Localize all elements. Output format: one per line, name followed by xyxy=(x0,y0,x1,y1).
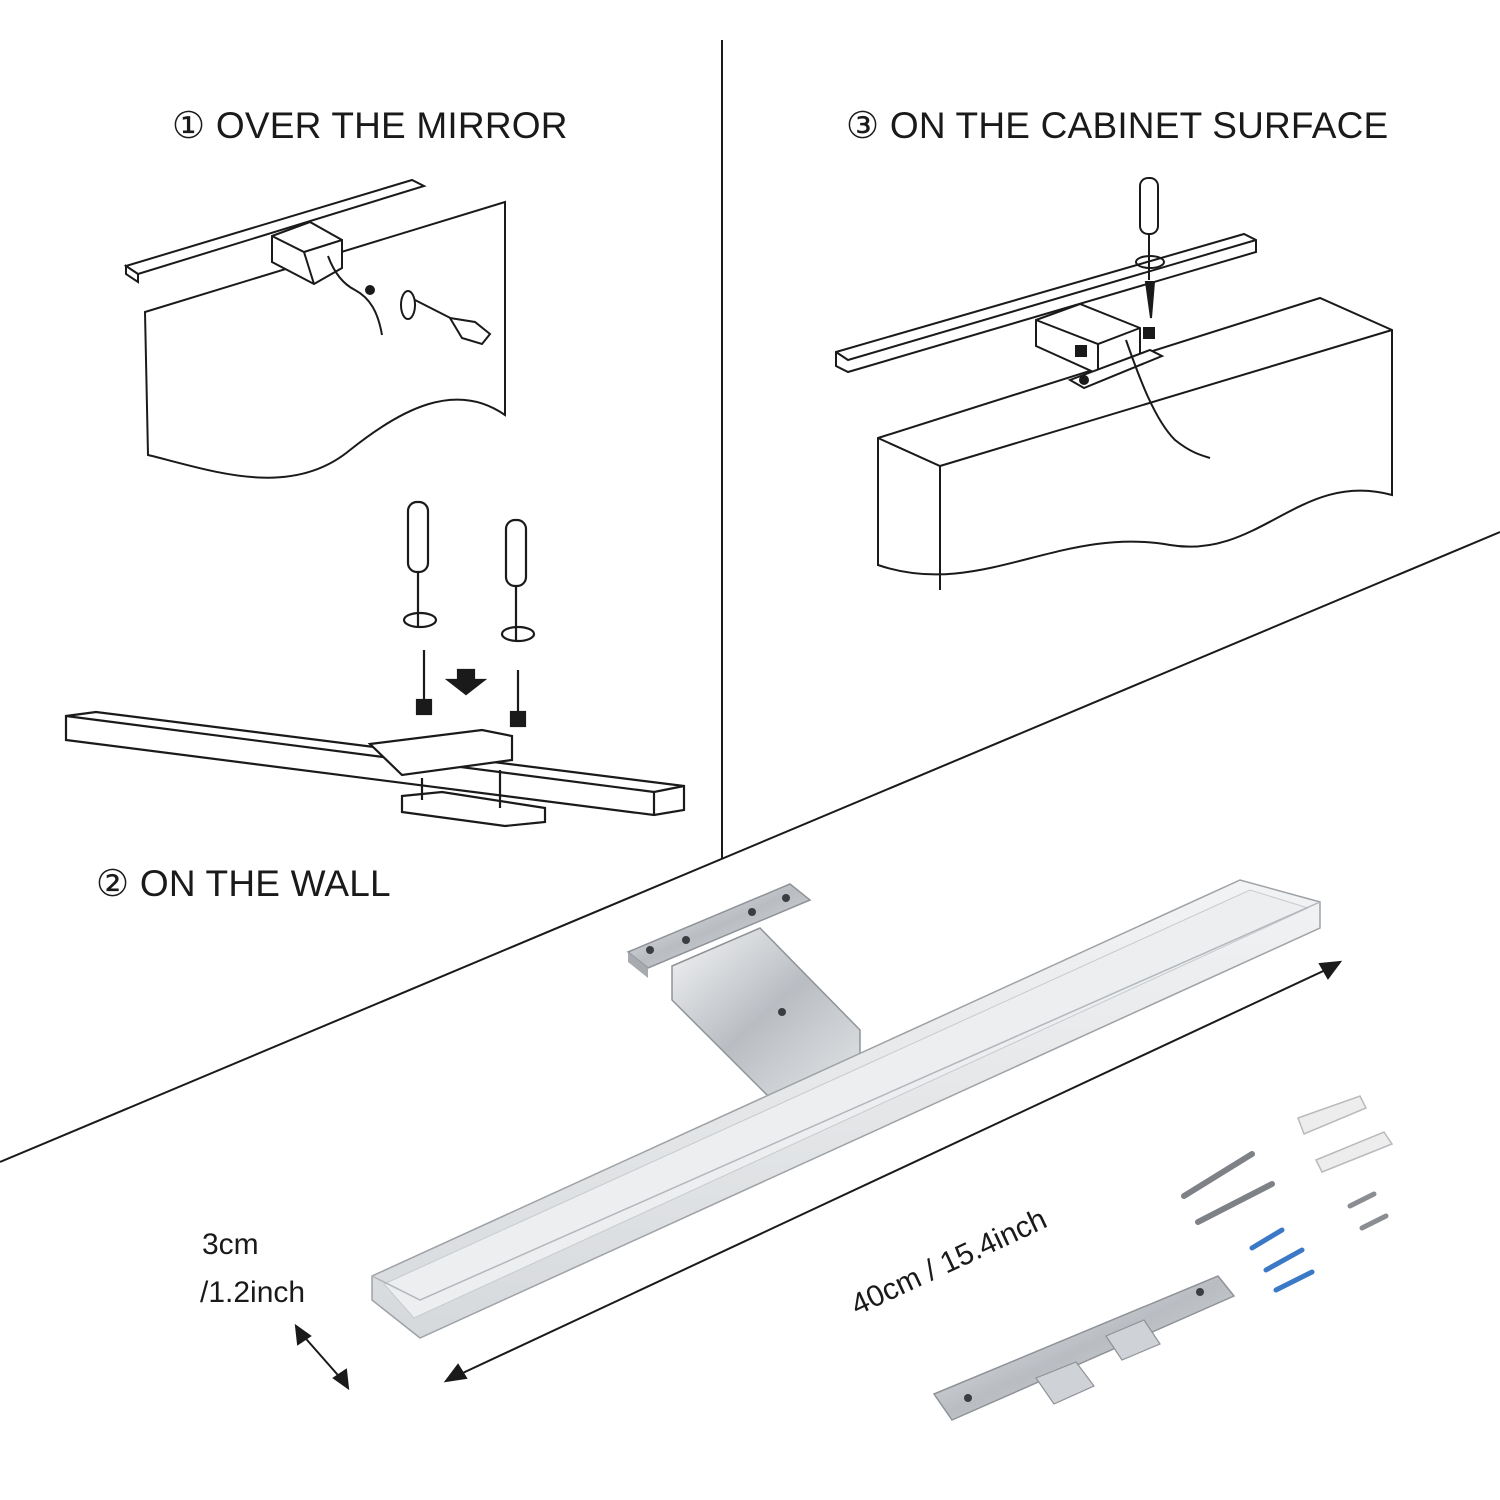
heading-over-mirror: ① OVER THE MIRROR xyxy=(172,105,568,146)
width-arrow xyxy=(299,1331,345,1383)
power-cable xyxy=(327,255,383,336)
lamp-bar xyxy=(64,710,686,817)
wall-anchor-icon xyxy=(1297,1095,1394,1173)
heading-on-wall: ② ON THE WALL xyxy=(96,863,391,904)
long-screw-icon xyxy=(1181,1151,1275,1225)
over-mirror-illustration xyxy=(123,178,506,479)
screwdriver-icon xyxy=(1135,177,1165,319)
accessories xyxy=(932,1095,1394,1421)
dimension-arrows xyxy=(294,960,1343,1391)
down-arrow-icon xyxy=(444,668,488,696)
screwdriver-icon xyxy=(448,316,492,346)
screw-hole xyxy=(365,285,375,295)
short-screw-icon xyxy=(1347,1191,1389,1231)
width-dimension-label-line2: /1.2inch xyxy=(200,1276,306,1309)
section-dividers xyxy=(0,40,1500,1163)
wall-plate xyxy=(400,790,547,828)
length-arrow xyxy=(451,965,1335,1379)
on-wall-illustration xyxy=(64,500,686,828)
arrow-head-icon xyxy=(294,1323,312,1346)
blue-screw-icon xyxy=(1249,1227,1315,1293)
cabinet-front xyxy=(877,296,1393,576)
screwdriver-left-icon xyxy=(402,500,438,716)
arrow-head-icon xyxy=(1318,960,1343,980)
heading-cabinet-surface: ③ ON THE CABINET SURFACE xyxy=(846,105,1389,146)
power-cable xyxy=(1125,339,1211,459)
arrow-head-icon xyxy=(332,1368,350,1391)
product-lamp xyxy=(371,879,1321,1339)
width-dimension-label-line1: 3cm xyxy=(202,1228,259,1261)
mounting-bracket xyxy=(932,1275,1236,1421)
mount-block xyxy=(367,728,514,777)
mirror-panel xyxy=(143,200,506,479)
rotation-arrow-icon xyxy=(400,290,416,320)
cabinet-illustration xyxy=(835,177,1393,590)
mount-plate xyxy=(1067,348,1165,390)
arrow-head-icon xyxy=(443,1363,468,1383)
diagonal-divider xyxy=(0,531,1500,1163)
screwdriver-right-icon xyxy=(500,518,536,728)
